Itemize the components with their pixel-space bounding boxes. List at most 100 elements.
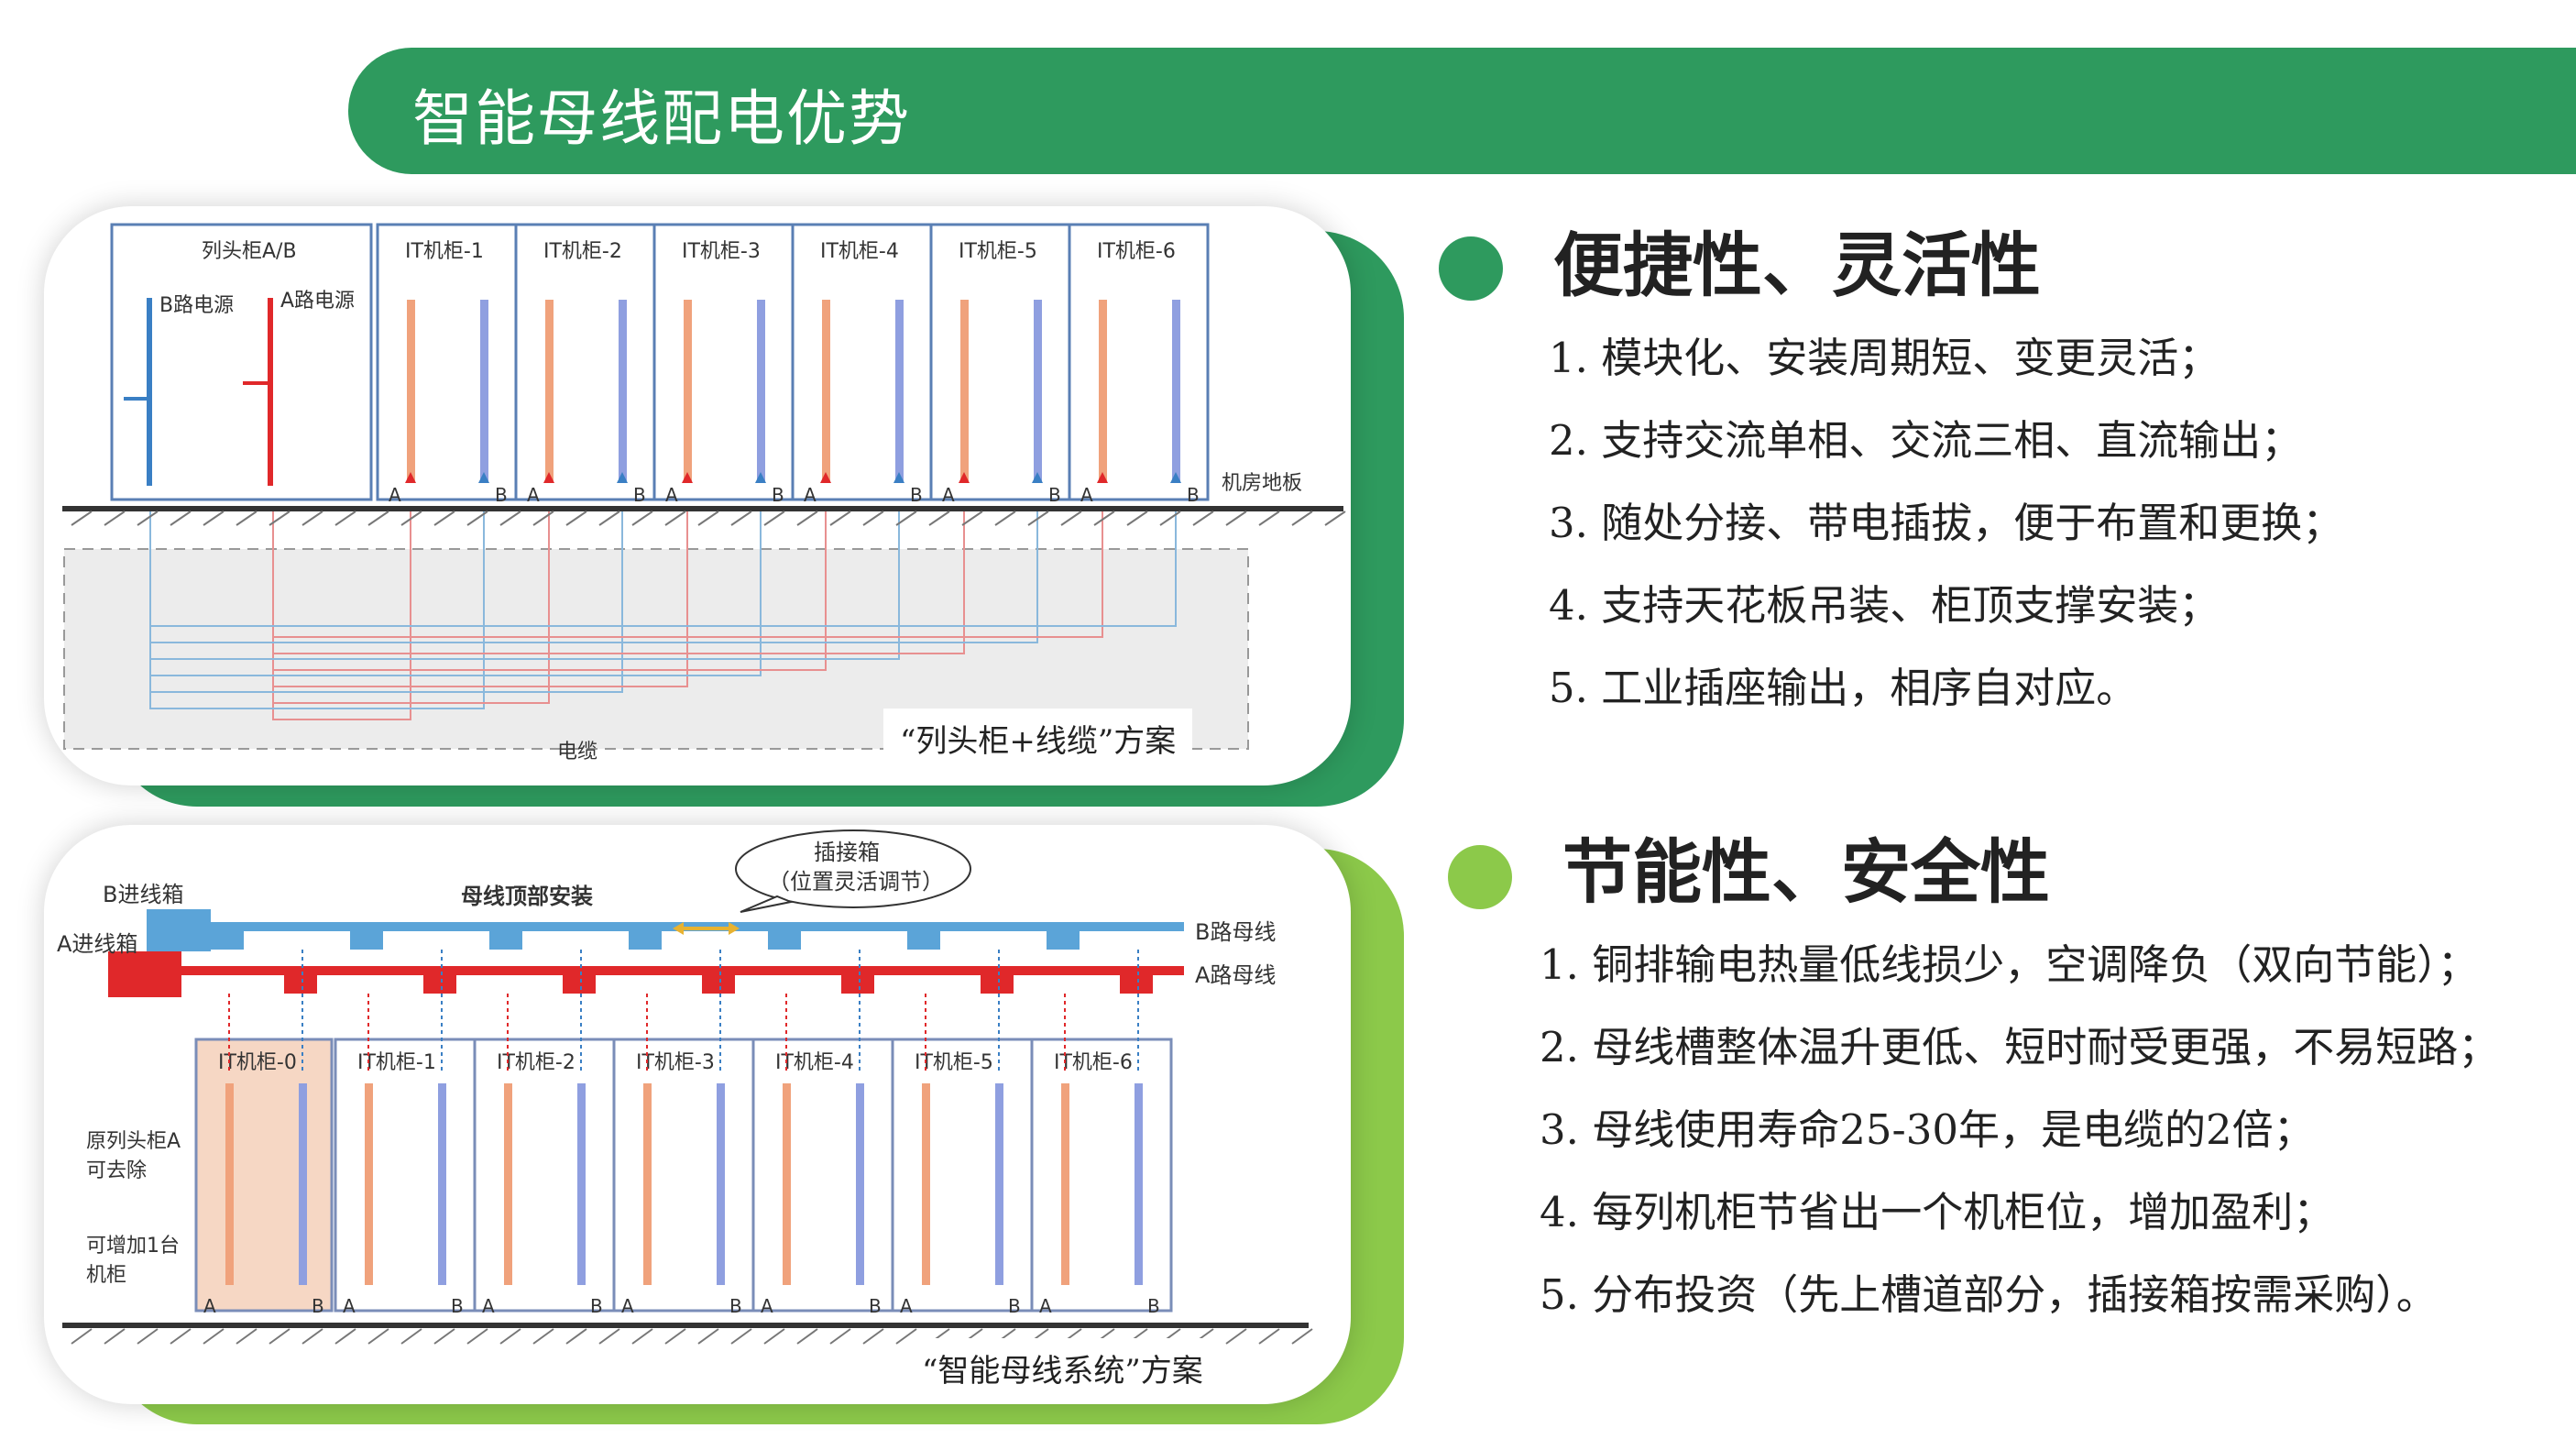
- it-cabinet-label: IT机柜-5: [915, 1051, 993, 1074]
- a-pdu-bar: [922, 1083, 930, 1285]
- floor-hatch: [895, 511, 917, 526]
- floor-hatch: [433, 511, 455, 526]
- b-plugin-box: [768, 931, 801, 950]
- floor-hatch: [829, 1328, 851, 1345]
- a-pdu-bar: [365, 1083, 373, 1285]
- side-note-1-line-2: 可去除: [86, 1159, 147, 1182]
- feed-letter-a: A: [343, 1295, 356, 1317]
- it-cabinet-box: [514, 223, 656, 501]
- floor-label: 机房地板: [1222, 472, 1302, 495]
- feed-letter-b: B: [772, 484, 784, 506]
- feed-letter-b: B: [910, 484, 923, 506]
- side-note-1-line-1: 原列头柜A: [86, 1130, 181, 1153]
- it-cabinet-label: IT机柜-1: [405, 240, 484, 263]
- a-plugin-box: [981, 975, 1014, 994]
- section-heading: 节能性、安全性: [1562, 831, 2050, 913]
- a-pdu-bar: [545, 300, 554, 483]
- b-plugin-box: [211, 931, 244, 950]
- feed-letter-b: B: [1008, 1295, 1021, 1317]
- b-feed-arrow: [755, 472, 766, 483]
- a-feed-arrow: [405, 472, 416, 483]
- floor-hatch: [730, 511, 752, 526]
- floor-hatch: [170, 511, 192, 526]
- b-plugin-box: [489, 931, 522, 950]
- b-plugin-box: [907, 931, 940, 950]
- floor-hatch: [565, 1328, 587, 1345]
- a-power-label: A路电源: [280, 290, 355, 313]
- floor-hatch: [730, 1328, 752, 1345]
- floor-hatch: [664, 1328, 686, 1345]
- it-cabinet-box: [652, 223, 795, 501]
- plugin-callout-tail: [740, 895, 795, 913]
- floor-hatch: [367, 511, 389, 526]
- feature-list: 1. 模块化、安装周期短、变更灵活； 2. 支持交流单相、交流三相、直流输出； …: [1549, 337, 2343, 750]
- it-cabinet-box: [1068, 223, 1210, 501]
- a-pdu-bar: [822, 300, 830, 483]
- a-pdu-bar: [225, 1083, 234, 1285]
- floor-hatch: [466, 511, 488, 526]
- a-pdu-bar: [1099, 300, 1107, 483]
- it-cabinet-box: [1030, 1038, 1173, 1313]
- floor-hatch: [697, 511, 719, 526]
- floor-hatch: [862, 511, 884, 526]
- list-item: 3. 母线使用寿命25-30年，是电缆的2倍；: [1540, 1105, 2315, 1154]
- floor-hatch: [170, 1328, 192, 1345]
- feed-letter-a: A: [482, 1295, 495, 1317]
- floor-hatch: [71, 1328, 93, 1345]
- adjust-arrow-left: [673, 922, 684, 935]
- list-item: 1. 铜排输电热量低线损少，空调降负（双向节能）；: [1540, 940, 2479, 989]
- floor-hatch: [1192, 511, 1214, 526]
- floor-hatch: [1324, 511, 1346, 526]
- a-feed-arrow: [820, 472, 831, 483]
- floor-hatch: [763, 511, 785, 526]
- floor-hatch: [1258, 511, 1280, 526]
- a-busbar: [154, 966, 1184, 975]
- b-feed-arrow: [478, 472, 489, 483]
- floor-hatch: [499, 511, 521, 526]
- header-cabinet-box: [110, 223, 373, 501]
- it-cabinet-label: IT机柜-2: [543, 240, 622, 263]
- feed-letter-a: A: [203, 1295, 216, 1317]
- it-cabinet-label: IT机柜-6: [1054, 1051, 1133, 1074]
- floor-hatch: [598, 511, 620, 526]
- cabinet-0-highlight: [194, 1038, 334, 1313]
- floor-hatch: [829, 511, 851, 526]
- b-feed-arrow: [893, 472, 904, 483]
- b-feed-arrow: [617, 472, 628, 483]
- floor-hatch: [301, 511, 323, 526]
- a-plugin-box: [702, 975, 735, 994]
- cable-label: 电缆: [557, 741, 597, 763]
- top-mount-label: 母线顶部安装: [461, 884, 593, 909]
- floor-hatch: [1093, 511, 1115, 526]
- list-item: 2. 母线槽整体温升更低、短时耐受更强，不易短路；: [1540, 1023, 2500, 1071]
- feed-letter-b: B: [869, 1295, 882, 1317]
- b-pdu-bar: [717, 1083, 725, 1285]
- it-cabinet-label: IT机柜-3: [636, 1051, 715, 1074]
- a-feed-arrow: [543, 472, 554, 483]
- b-pdu-bar: [1034, 300, 1042, 483]
- feed-letter-a: A: [621, 1295, 634, 1317]
- b-pdu-bar: [577, 1083, 586, 1285]
- floor-hatch: [71, 511, 93, 526]
- a-pdu-bar: [407, 300, 415, 483]
- feed-letter-a: A: [527, 484, 540, 506]
- floor-hatch: [664, 511, 686, 526]
- adjust-arrow-right: [729, 922, 740, 935]
- floor-hatch: [994, 511, 1016, 526]
- it-cabinet-label: IT机柜-4: [820, 240, 899, 263]
- list-item: 4. 每列机柜节省出一个机柜位，增加盈利；: [1540, 1188, 2335, 1236]
- floor-hatch: [631, 1328, 653, 1345]
- it-cabinet-box: [791, 223, 933, 501]
- a-incoming-box: [108, 951, 181, 997]
- a-pdu-bar: [684, 300, 692, 483]
- feed-letter-b: B: [451, 1295, 464, 1317]
- feed-letter-b: B: [1048, 484, 1061, 506]
- floor-hatch: [334, 511, 356, 526]
- a-pdu-bar: [643, 1083, 652, 1285]
- list-item: 2. 支持交流单相、交流三相、直流输出；: [1549, 416, 2303, 465]
- it-cabinet-label: IT机柜-5: [959, 240, 1037, 263]
- a-plugin-box: [841, 975, 874, 994]
- b-cable: [149, 509, 1177, 627]
- b-feed-arrow: [1170, 472, 1181, 483]
